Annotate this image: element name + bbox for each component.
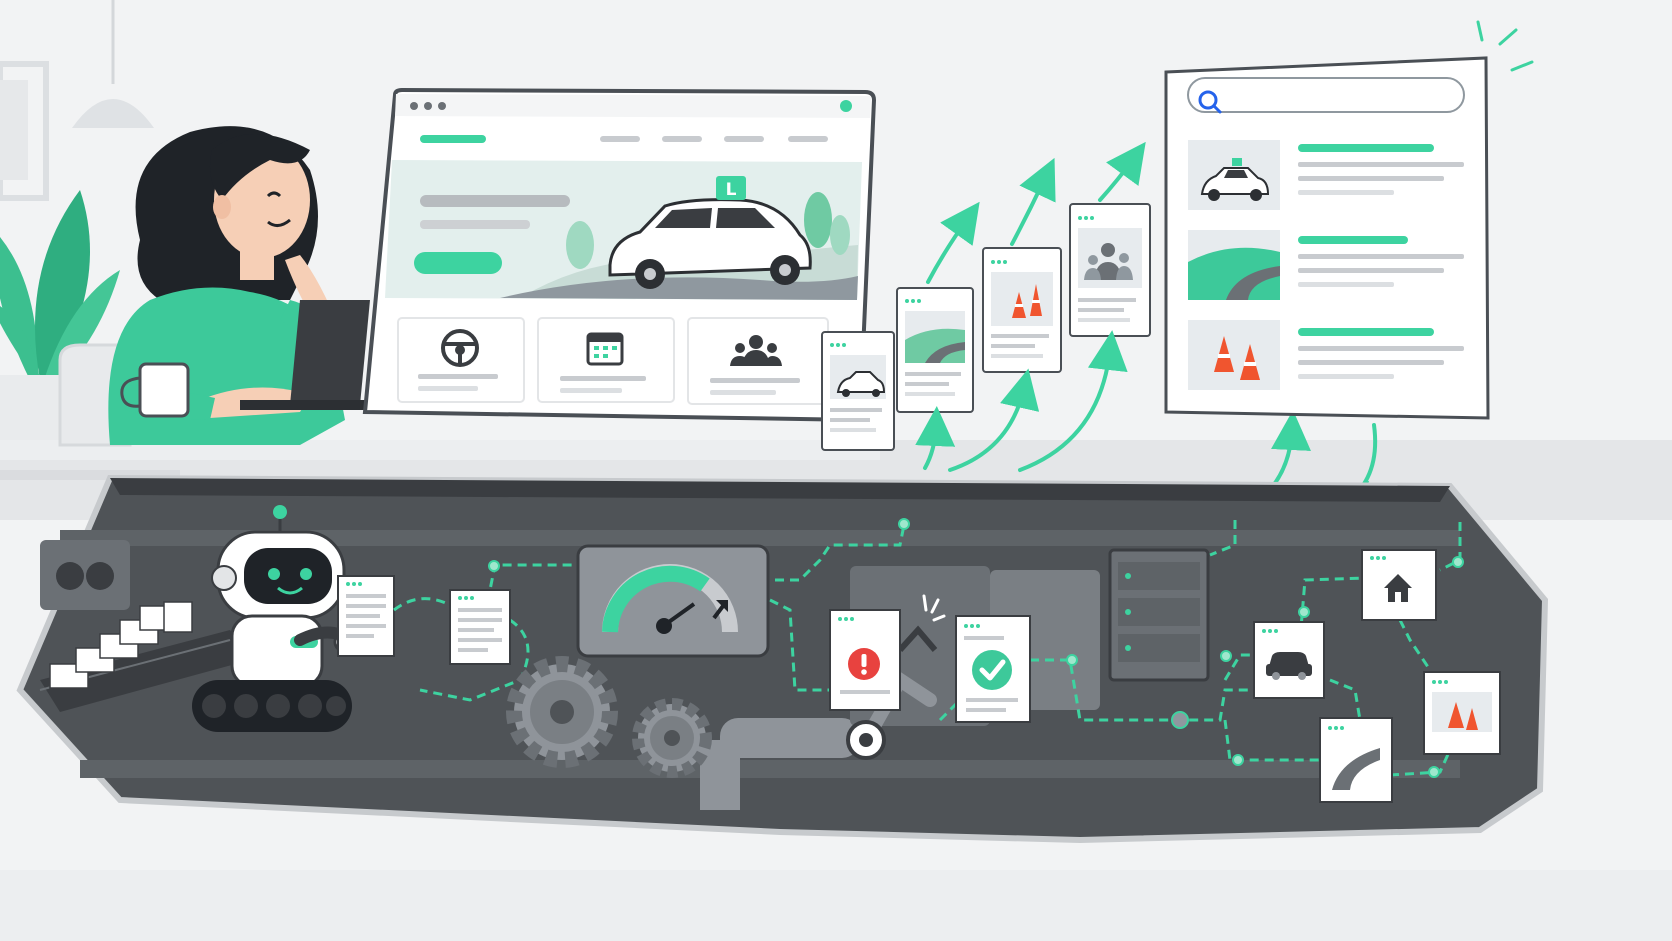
feature-card-calendar[interactable] — [537, 317, 675, 403]
alert-document — [829, 609, 901, 711]
pendant-lamp — [72, 0, 154, 128]
conveyor-belt — [39, 601, 250, 712]
gauge-icon — [576, 544, 770, 658]
website-monitor: L — [362, 87, 877, 423]
crawled-page-cones — [982, 247, 1062, 373]
search-result-cones[interactable] — [1188, 320, 1464, 390]
coffee-mug — [120, 362, 190, 418]
road-thumbnail — [1188, 247, 1280, 300]
indexed-card-car — [1253, 621, 1325, 699]
cones-thumbnail — [1012, 284, 1042, 318]
people-thumbnail — [1084, 243, 1133, 280]
robot-document — [337, 575, 395, 657]
indexed-card-cones — [1423, 671, 1501, 755]
laptop — [240, 300, 370, 410]
group-icon — [730, 335, 782, 366]
indexed-card-road — [1319, 717, 1393, 803]
server-rack — [1108, 548, 1210, 682]
pipeline-document — [449, 589, 511, 665]
floor-edge — [0, 870, 1672, 941]
calendar-icon — [586, 332, 624, 366]
wall-frame — [0, 61, 49, 201]
crawled-page-road — [896, 287, 974, 413]
feature-card-group[interactable] — [687, 317, 829, 405]
cones-icon — [1448, 702, 1478, 730]
road-thumbnail — [905, 328, 965, 363]
search-result-road[interactable] — [1188, 230, 1464, 300]
flow-nodes — [488, 518, 1464, 778]
alert-icon — [848, 648, 880, 680]
check-icon — [972, 650, 1012, 690]
crawled-page-car — [821, 331, 895, 451]
search-result-car[interactable] — [1188, 140, 1464, 210]
indexed-card-home — [1361, 549, 1437, 621]
sparkle-icon — [1476, 20, 1534, 72]
home-icon — [1384, 574, 1412, 602]
feature-card-steering[interactable] — [397, 317, 525, 403]
check-document — [955, 615, 1031, 723]
road-icon — [1332, 748, 1380, 790]
hero-badge-letter: L — [726, 180, 737, 200]
car-thumbnail — [1200, 158, 1270, 201]
cones-thumbnail — [1214, 336, 1260, 380]
car-thumbnail — [836, 371, 886, 397]
machinery-pit — [16, 474, 1549, 844]
search-results-panel — [1164, 56, 1490, 420]
car-icon — [1266, 652, 1312, 680]
crawled-page-people — [1069, 203, 1151, 337]
gear-icon — [506, 656, 712, 778]
search-icon — [1198, 90, 1222, 114]
crawler-robot — [192, 505, 356, 732]
search-input[interactable] — [1187, 77, 1465, 113]
steering-wheel-icon — [441, 329, 479, 367]
hero-car-icon: L — [608, 176, 812, 289]
robot-arm — [846, 594, 946, 760]
